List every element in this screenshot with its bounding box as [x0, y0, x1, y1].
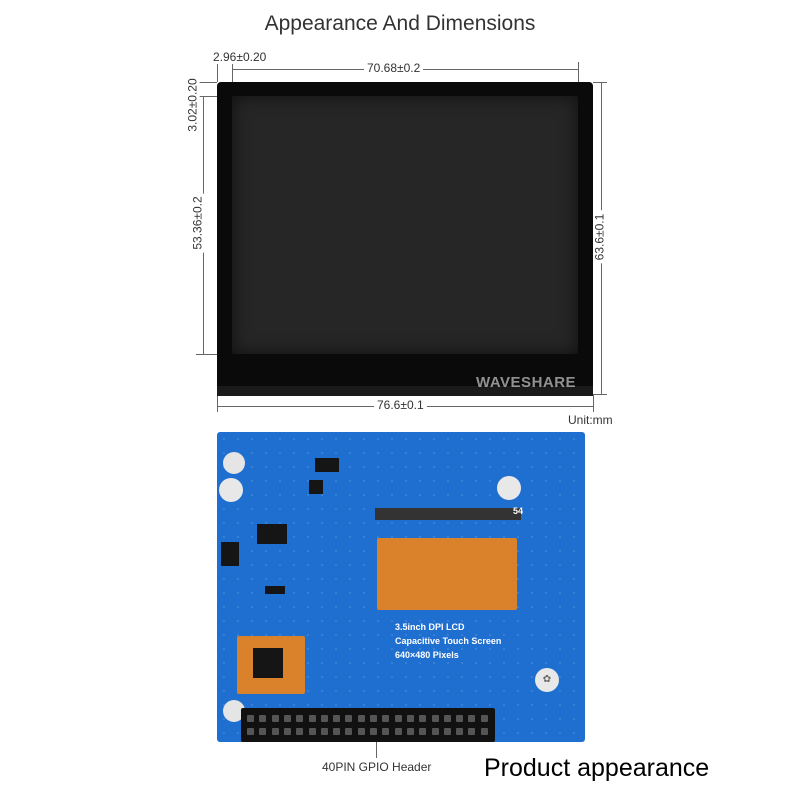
gpio-pin: [271, 728, 279, 735]
gpio-label: 40PIN GPIO Header: [322, 760, 432, 774]
mount-hole-bottom-left: [223, 700, 245, 722]
gpio-pin: [283, 715, 291, 722]
mount-hole-right: [497, 476, 521, 500]
gpio-pin: [456, 728, 464, 735]
dim-active-width: 70.68±0.2: [364, 61, 424, 75]
fpc-connector: [375, 508, 521, 520]
gpio-pin: [308, 728, 316, 735]
gpio-pin: [247, 715, 254, 722]
gpio-pin: [394, 728, 402, 735]
pcb-label-line3: 640×480 Pixels: [395, 650, 459, 660]
gpio-pin: [357, 715, 365, 722]
dim-tick-right-top: [593, 82, 607, 83]
gpio-pin: [283, 728, 291, 735]
lcd-bottom-edge: [217, 386, 593, 396]
gpio-pin: [443, 728, 451, 735]
gpio-leader-line: [376, 742, 377, 758]
gpio-pin: [320, 728, 328, 735]
gpio-pin: [431, 728, 439, 735]
gpio-pin: [320, 715, 328, 722]
fpc-cable-main: [377, 538, 517, 610]
product-caption: Product appearance: [484, 754, 710, 782]
gpio-pin: [419, 728, 427, 735]
gpio-pin: [456, 715, 464, 722]
dim-tick-right-inner: [578, 62, 579, 96]
dim-top-left-margin: 2.96±0.20: [210, 50, 270, 64]
gpio-pin: [370, 715, 377, 722]
gpio-pin: [333, 715, 341, 722]
dim-tick-left: [217, 62, 218, 82]
gpio-pin: [406, 715, 414, 722]
gpio-pin: [443, 715, 451, 722]
dim-tick-right-bottom: [593, 394, 607, 395]
gpio-pin: [419, 715, 427, 722]
dim-total-width: 76.6±0.1: [374, 398, 427, 412]
gpio-pin: [357, 728, 365, 735]
dim-active-height: 53.36±0.2: [190, 193, 205, 253]
dim-tick-bottom-inner: [196, 354, 232, 355]
pcb-label-line2: Capacitive Touch Screen: [395, 636, 502, 646]
gpio-pin: [345, 715, 353, 722]
gpio-pin: [406, 728, 414, 735]
dim-tick-top: [196, 82, 217, 83]
chip-transistor: [221, 542, 239, 566]
waveshare-watermark: WAVESHARE: [476, 374, 577, 391]
pcb-label-line1: 3.5inch DPI LCD: [395, 622, 465, 632]
pcb-back: ✿ 54 3.5inch DPI LCD Capacitive Touch Sc…: [217, 432, 585, 742]
gpio-pin: [431, 715, 439, 722]
dim-tick-top-inner: [196, 96, 232, 97]
dim-top-margin: 3.02±0.20: [185, 75, 200, 135]
dim-tick-bottom-right: [593, 394, 594, 412]
gpio-pin: [271, 715, 279, 722]
chip-ic: [257, 524, 287, 544]
touch-controller-chip: [253, 648, 283, 678]
gpio-pin: [259, 715, 267, 722]
gpio-header: [241, 708, 495, 742]
gpio-pin: [382, 715, 390, 722]
gpio-pin: [382, 728, 390, 735]
page-title: Appearance And Dimensions: [264, 12, 536, 35]
chip-small-connector: [265, 586, 285, 594]
gpio-pin: [468, 715, 476, 722]
connector-label: 54: [513, 506, 524, 516]
gpio-pin: [394, 715, 402, 722]
chip-inductor: [309, 480, 323, 494]
gpio-pin: [480, 728, 488, 735]
mount-hole-lower-right: ✿: [535, 668, 559, 692]
gpio-pin: [308, 715, 316, 722]
mount-hole-top-left: [223, 452, 245, 474]
gpio-pin: [333, 728, 341, 735]
mount-hole-left: [219, 478, 243, 502]
chip-regulator: [315, 458, 339, 472]
gpio-pin: [468, 728, 476, 735]
lcd-active-area: [232, 96, 578, 354]
gpio-pin: [296, 728, 304, 735]
dim-total-height: 63.6±0.1: [592, 210, 607, 264]
gpio-pin: [259, 728, 267, 735]
gpio-pin: [247, 728, 254, 735]
gpio-pin: [296, 715, 304, 722]
gpio-pin: [345, 728, 353, 735]
gpio-pin: [370, 728, 377, 735]
dim-tick-left-inner: [232, 62, 233, 96]
gpio-pin: [480, 715, 488, 722]
dim-tick-bottom-left: [217, 394, 218, 412]
unit-label: Unit:mm: [568, 413, 613, 427]
